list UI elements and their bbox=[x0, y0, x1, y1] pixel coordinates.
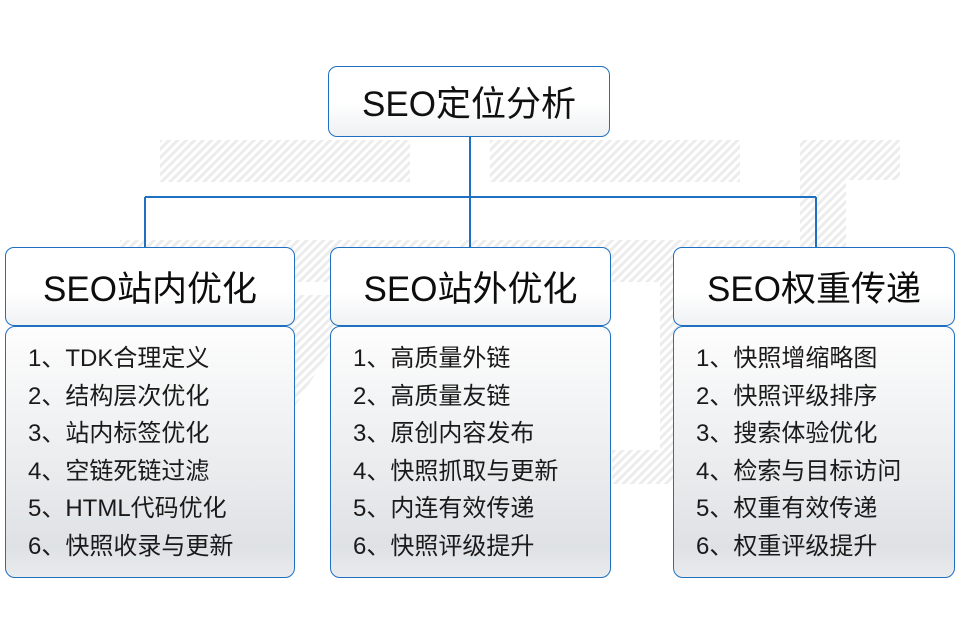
column-header-on-site[interactable]: SEO站内优化 bbox=[5, 247, 295, 326]
column-body-on-site: 1、TDK合理定义 2、结构层次优化 3、站内标签优化 4、空链死链过滤 5、H… bbox=[5, 326, 295, 578]
list-item[interactable]: 2、结构层次优化 bbox=[28, 382, 210, 410]
list-item[interactable]: 3、原创内容发布 bbox=[353, 420, 535, 447]
column-body-weight-transfer: 1、快照增缩略图 2、快照评级排序 3、搜索体验优化 4、检索与目标访问 5、权… bbox=[673, 326, 955, 578]
list-item[interactable]: 5、HTML代码优化 bbox=[28, 495, 227, 522]
column-off-site: SEO站外优化 1、高质量外链 2、高质量友链 3、原创内容发布 4、快照抓取与… bbox=[330, 247, 611, 578]
column-on-site: SEO站内优化 1、TDK合理定义 2、结构层次优化 3、站内标签优化 4、空链… bbox=[5, 247, 295, 578]
list-item[interactable]: 1、TDK合理定义 bbox=[28, 345, 210, 372]
list-item[interactable]: 6、快照评级提升 bbox=[353, 532, 535, 560]
list-item[interactable]: 1、快照增缩略图 bbox=[696, 345, 878, 372]
column-body-off-site: 1、高质量外链 2、高质量友链 3、原创内容发布 4、快照抓取与更新 5、内连有… bbox=[330, 326, 611, 578]
list-item[interactable]: 4、空链死链过滤 bbox=[28, 457, 210, 485]
column-header-label: SEO权重传递 bbox=[707, 270, 921, 309]
list-item[interactable]: 5、权重有效传递 bbox=[696, 495, 878, 522]
column-header-weight-transfer[interactable]: SEO权重传递 bbox=[673, 247, 955, 326]
list-item[interactable]: 2、快照评级排序 bbox=[696, 382, 878, 410]
list-item[interactable]: 6、权重评级提升 bbox=[696, 532, 878, 560]
list-item[interactable]: 3、站内标签优化 bbox=[28, 420, 210, 447]
column-weight-transfer: SEO权重传递 1、快照增缩略图 2、快照评级排序 3、搜索体验优化 4、检索与… bbox=[673, 247, 955, 578]
list-item[interactable]: 6、快照收录与更新 bbox=[28, 532, 234, 560]
list-item[interactable]: 3、搜索体验优化 bbox=[696, 420, 878, 447]
list-item[interactable]: 1、高质量外链 bbox=[353, 345, 511, 372]
root-node-label: SEO定位分析 bbox=[362, 85, 576, 124]
column-header-label: SEO站外优化 bbox=[363, 270, 578, 309]
list-item[interactable]: 2、高质量友链 bbox=[353, 382, 511, 410]
root-node[interactable]: SEO定位分析 bbox=[328, 66, 610, 137]
list-item[interactable]: 5、内连有效传递 bbox=[353, 495, 535, 522]
list-item[interactable]: 4、快照抓取与更新 bbox=[353, 457, 559, 485]
column-header-label: SEO站内优化 bbox=[43, 270, 257, 309]
list-item[interactable]: 4、检索与目标访问 bbox=[696, 457, 902, 485]
column-header-off-site[interactable]: SEO站外优化 bbox=[330, 247, 611, 326]
